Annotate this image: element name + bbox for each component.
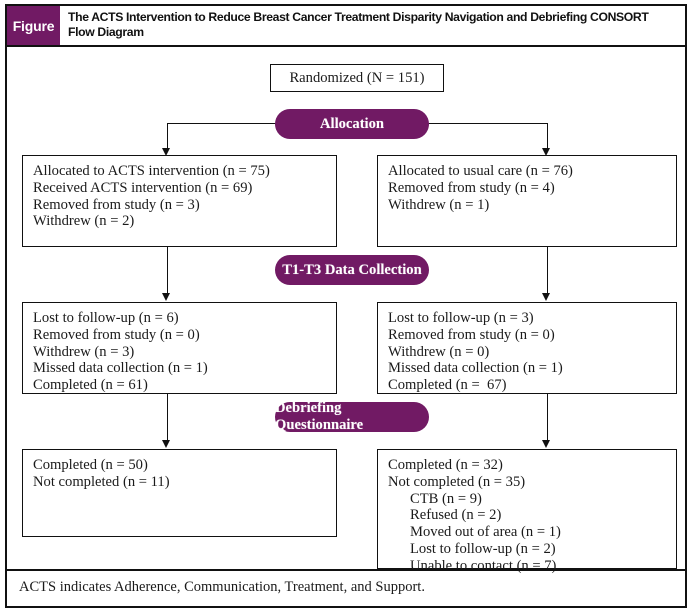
box-allocation-intervention: Allocated to ACTS intervention (n = 75) … xyxy=(22,155,337,247)
figure-footnote: ACTS indicates Adherence, Communication,… xyxy=(7,569,685,606)
box-line: Completed (n = 61) xyxy=(33,377,148,394)
box-line: Withdrew (n = 2) xyxy=(33,213,135,230)
box-line: Allocated to ACTS intervention (n = 75) xyxy=(33,163,270,179)
box-randomized: Randomized (N = 151) xyxy=(270,64,444,92)
box-randomized-label: Randomized (N = 151) xyxy=(289,69,425,86)
figure-badge: Figure xyxy=(7,6,60,45)
box-line: Not completed (n = 35) xyxy=(388,473,526,490)
box-line: Refused (n = 2) xyxy=(410,507,502,524)
box-line: Removed from study (n = 3) xyxy=(33,196,200,213)
box-line: Missed data collection (n = 1) xyxy=(388,360,563,377)
connector-debriefing-left xyxy=(167,394,168,442)
stage-pill-allocation: Allocation xyxy=(275,109,429,139)
box-line: Withdrew (n = 3) xyxy=(33,343,135,360)
box-line: Completed (n = 50) xyxy=(33,457,148,473)
arrowhead-debriefing-left xyxy=(162,440,170,448)
box-line: Removed from study (n = 0) xyxy=(388,326,555,343)
connector-allocation-right-down xyxy=(547,123,548,150)
box-line: Missed data collection (n = 1) xyxy=(33,360,208,377)
figure-frame: Figure The ACTS Intervention to Reduce B… xyxy=(5,4,687,608)
box-line: Withdrew (n = 0) xyxy=(388,343,490,360)
stage-pill-debriefing: Debriefing Questionnaire xyxy=(275,400,429,433)
stage-pill-data-collection-label: T1-T3 Data Collection xyxy=(282,261,422,278)
arrowhead-allocation-left xyxy=(162,148,170,156)
figure-title: The ACTS Intervention to Reduce Breast C… xyxy=(68,10,649,39)
stage-pill-debriefing-label: Debriefing Questionnaire xyxy=(275,400,364,433)
box-line: Removed from study (n = 4) xyxy=(388,179,555,196)
box-datacollection-usual-care: Lost to follow-up (n = 3) Removed from s… xyxy=(377,302,677,394)
box-line: Lost to follow-up (n = 6) xyxy=(33,310,179,326)
box-line: Removed from study (n = 0) xyxy=(33,326,200,343)
box-allocation-usual-care: Allocated to usual care (n = 76) Removed… xyxy=(377,155,677,247)
box-line: Not completed (n = 11) xyxy=(33,473,170,490)
box-line: Completed (n = 32) xyxy=(388,457,503,473)
connector-datacollection-left xyxy=(167,247,168,295)
figure-title-bar: Figure The ACTS Intervention to Reduce B… xyxy=(7,6,685,47)
box-line: CTB (n = 9) xyxy=(410,490,482,507)
box-line: Withdrew (n = 1) xyxy=(388,196,490,213)
arrowhead-debriefing-right xyxy=(542,440,550,448)
connector-datacollection-right xyxy=(547,247,548,295)
box-debriefing-intervention: Completed (n = 50) Not completed (n = 11… xyxy=(22,449,337,537)
box-datacollection-intervention: Lost to follow-up (n = 6) Removed from s… xyxy=(22,302,337,394)
arrowhead-datacollection-right xyxy=(542,293,550,301)
box-line: Lost to follow-up (n = 3) xyxy=(388,310,534,326)
arrowhead-datacollection-left xyxy=(162,293,170,301)
box-line: Received ACTS intervention (n = 69) xyxy=(33,179,253,196)
stage-pill-data-collection: T1-T3 Data Collection xyxy=(275,255,429,285)
arrowhead-allocation-right xyxy=(542,148,550,156)
consort-flow-diagram: Randomized (N = 151) Allocation Allocate… xyxy=(7,47,685,574)
connector-debriefing-right xyxy=(547,394,548,442)
box-line: Lost to follow-up (n = 2) xyxy=(410,540,556,557)
box-line: Allocated to usual care (n = 76) xyxy=(388,163,573,179)
stage-pill-allocation-label: Allocation xyxy=(319,115,385,132)
connector-allocation-left-down xyxy=(167,123,168,150)
box-line: Moved out of area (n = 1) xyxy=(410,524,561,541)
box-line: Completed (n = 67) xyxy=(388,377,507,394)
box-debriefing-usual-care: Completed (n = 32) Not completed (n = 35… xyxy=(377,449,677,574)
